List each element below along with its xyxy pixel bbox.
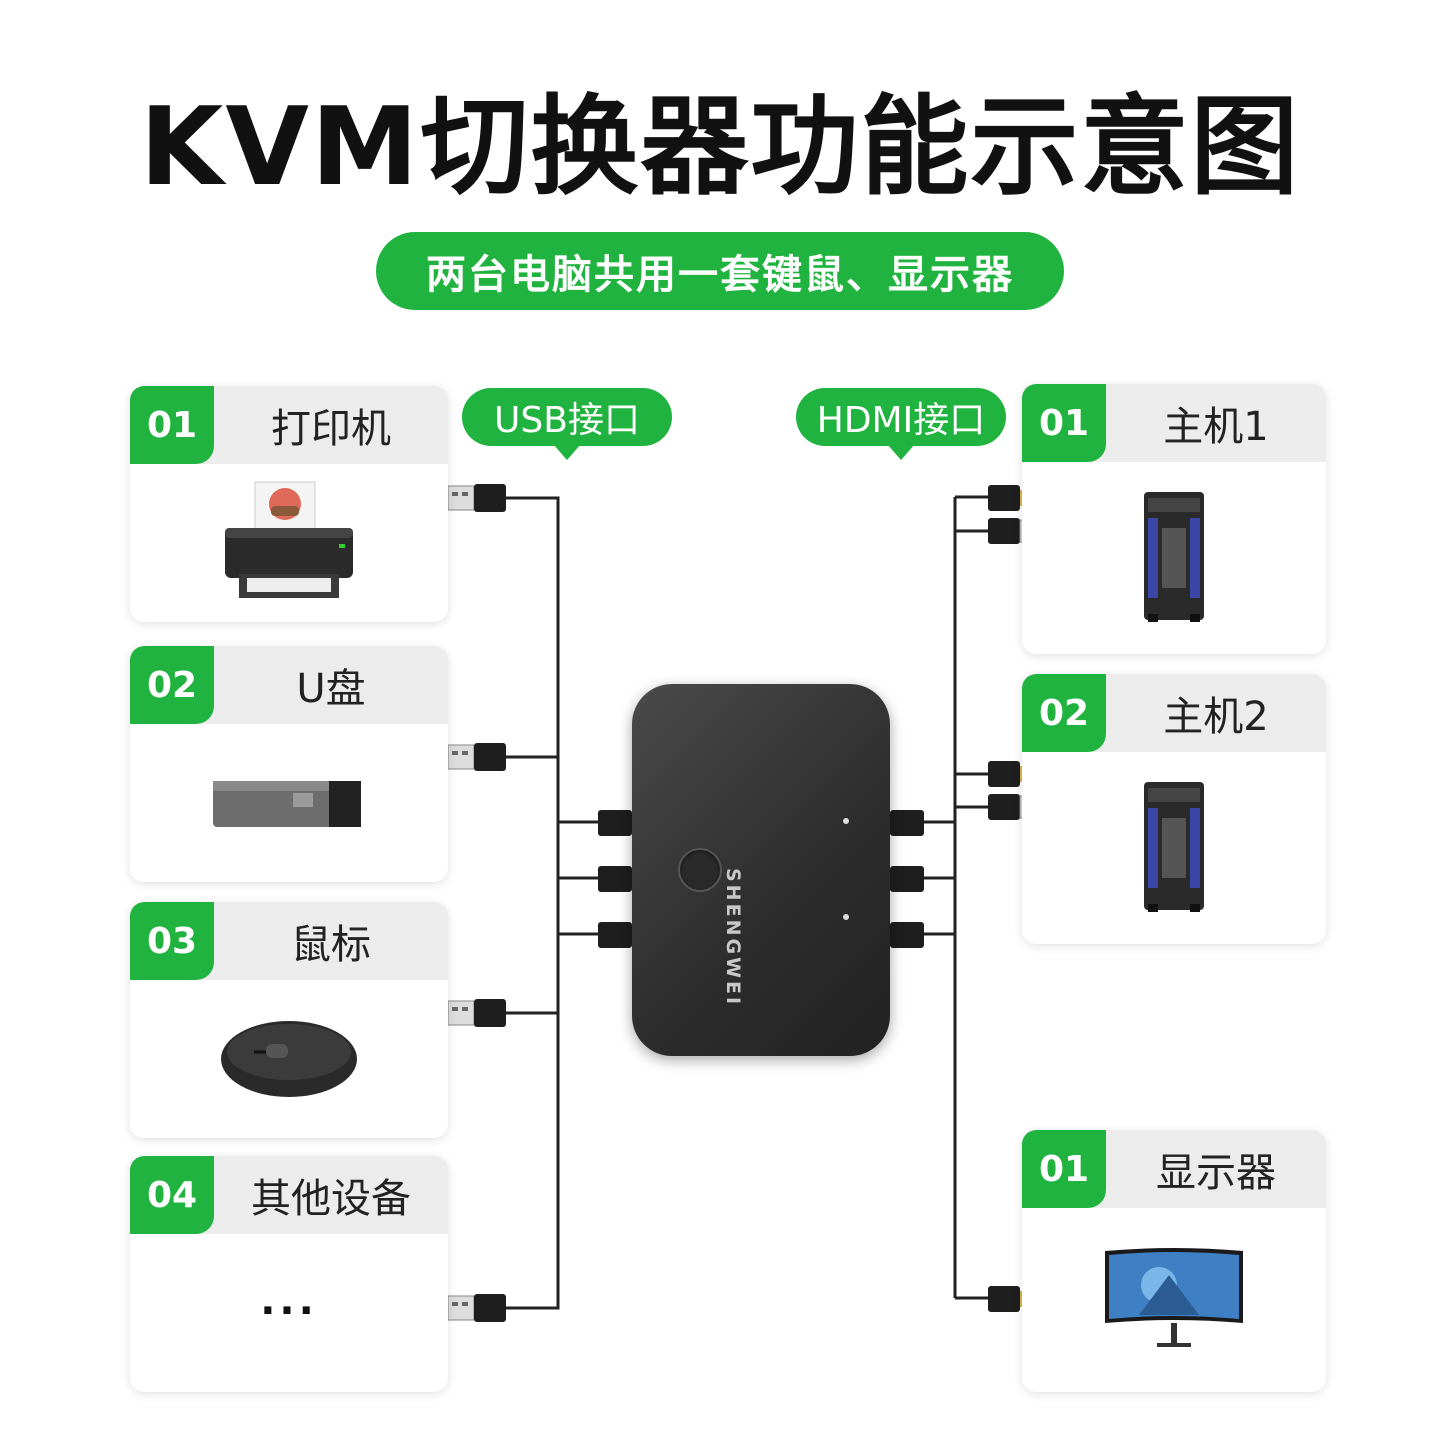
device-card-usb-drive: 02 U盘 [130, 646, 448, 882]
led-indicator-2 [843, 914, 849, 920]
device-card-monitor: 01 显示器 [1022, 1130, 1326, 1392]
hdmi-port-label: HDMI接口 [796, 388, 1006, 460]
card-number: 01 [1022, 384, 1106, 462]
ellipsis-icon: ... [130, 1234, 448, 1392]
usb-port-label: USB接口 [462, 388, 672, 460]
card-label: 显示器 [1156, 1150, 1276, 1196]
card-label: 打印机 [271, 406, 391, 452]
card-number: 01 [1022, 1130, 1106, 1208]
card-label: 鼠标 [291, 922, 371, 968]
usb-drive-icon [130, 724, 448, 882]
kvm-brand-text: SHENGWEI [722, 868, 744, 1008]
card-label: 主机2 [1163, 694, 1269, 740]
page-title: KVM切换器功能示意图 [139, 85, 1301, 210]
card-label: U盘 [296, 666, 366, 712]
device-card-host-1: 01 主机1 [1022, 384, 1326, 654]
card-label: 其他设备 [251, 1176, 411, 1222]
card-number: 01 [130, 386, 214, 464]
device-card-mouse: 03 鼠标 [130, 902, 448, 1138]
card-number: 03 [130, 902, 214, 980]
led-indicator-1 [843, 818, 849, 824]
pc-tower-icon [1022, 462, 1326, 654]
device-card-host-2: 02 主机2 [1022, 674, 1326, 944]
card-number: 04 [130, 1156, 214, 1234]
subtitle-pill: 两台电脑共用一套键鼠、显示器 [376, 232, 1064, 310]
mouse-icon [130, 980, 448, 1138]
kvm-switch-button [678, 848, 722, 892]
card-label: 主机1 [1163, 404, 1269, 450]
kvm-switch [632, 684, 890, 1056]
card-number: 02 [130, 646, 214, 724]
usb-plugs-left [447, 484, 506, 1322]
printer-icon [130, 464, 448, 622]
card-number: 02 [1022, 674, 1106, 752]
pc-tower-icon [1022, 752, 1326, 944]
ellipsis-text: ... [260, 1278, 318, 1324]
device-card-printer: 01 打印机 [130, 386, 448, 622]
monitor-icon [1022, 1208, 1326, 1392]
device-card-other: 04 其他设备 ... [130, 1156, 448, 1392]
